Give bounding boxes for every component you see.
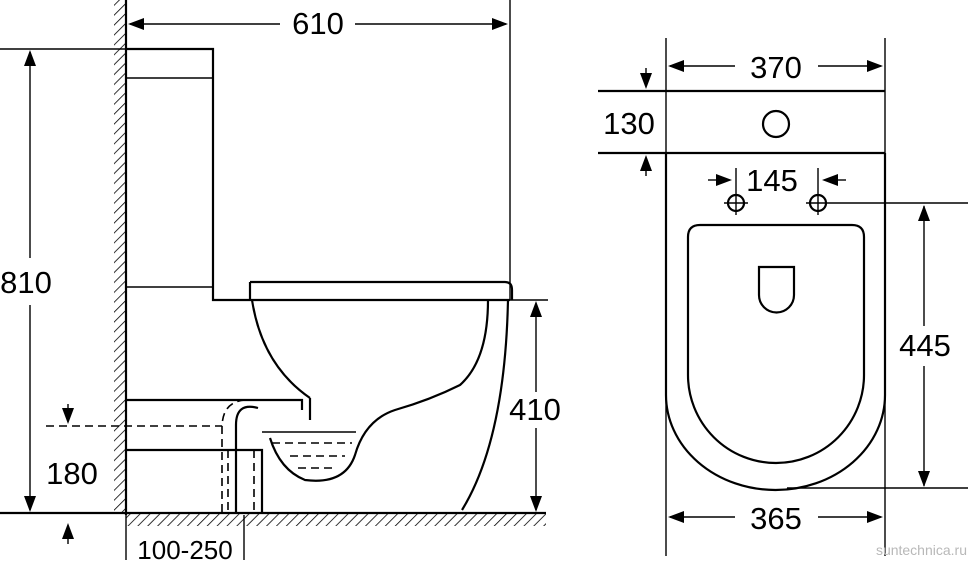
outlet-top [126,398,304,410]
tank-outline [126,47,510,302]
watermark-text: suntechnica.ru [876,542,967,558]
dim-total-height: 810 [0,48,126,512]
dim-seat-height: 410 [509,299,561,512]
dim-bowl-depth: 445 [787,205,968,489]
dim-tank-depth: 130 [603,68,655,176]
bowl-outer-body [461,299,510,511]
dim-tank-depth-label: 130 [603,106,655,141]
floor-hatching [126,514,546,526]
dim-total-depth: 610 [128,0,511,300]
dim-outlet-distance-label: 100-250 [137,535,232,563]
dim-bowl-depth-label: 445 [899,328,951,363]
dim-outlet-distance: 100-250 [125,515,245,563]
seat-rim [250,280,514,300]
dim-bowl-width-label: 365 [750,501,802,536]
flush-button-icon [761,109,791,139]
bowl-outer-outline [664,153,887,492]
outlet-bottom [126,448,264,512]
side-view: 610 810 410 180 [0,0,561,563]
seat-outline [686,223,866,465]
dim-total-depth-label: 610 [292,6,344,41]
wall-hatching [114,0,126,512]
dim-tank-width: 370 [668,50,883,85]
dim-outlet-height: 180 [46,404,98,544]
bowl-inner-front [250,299,311,399]
pipe-dashed-outer [221,399,253,512]
dim-seat-height-label: 410 [509,392,561,427]
fixing-hole-left-icon [724,168,748,215]
dim-total-height-label: 810 [0,265,52,300]
outlet-bend-outer [234,405,259,512]
top-view: 370 130 145 445 [598,38,968,556]
dim-bowl-width: 365 [668,501,883,536]
fixing-hole-right-icon [806,168,968,215]
dim-fixing-spacing-label: 145 [746,163,798,198]
dim-fixing-spacing: 145 [708,163,846,198]
bowl-trap-curve [268,299,490,482]
drain-opening-icon [757,265,796,314]
dim-outlet-height-label: 180 [46,456,98,491]
dim-tank-width-label: 370 [750,50,802,85]
